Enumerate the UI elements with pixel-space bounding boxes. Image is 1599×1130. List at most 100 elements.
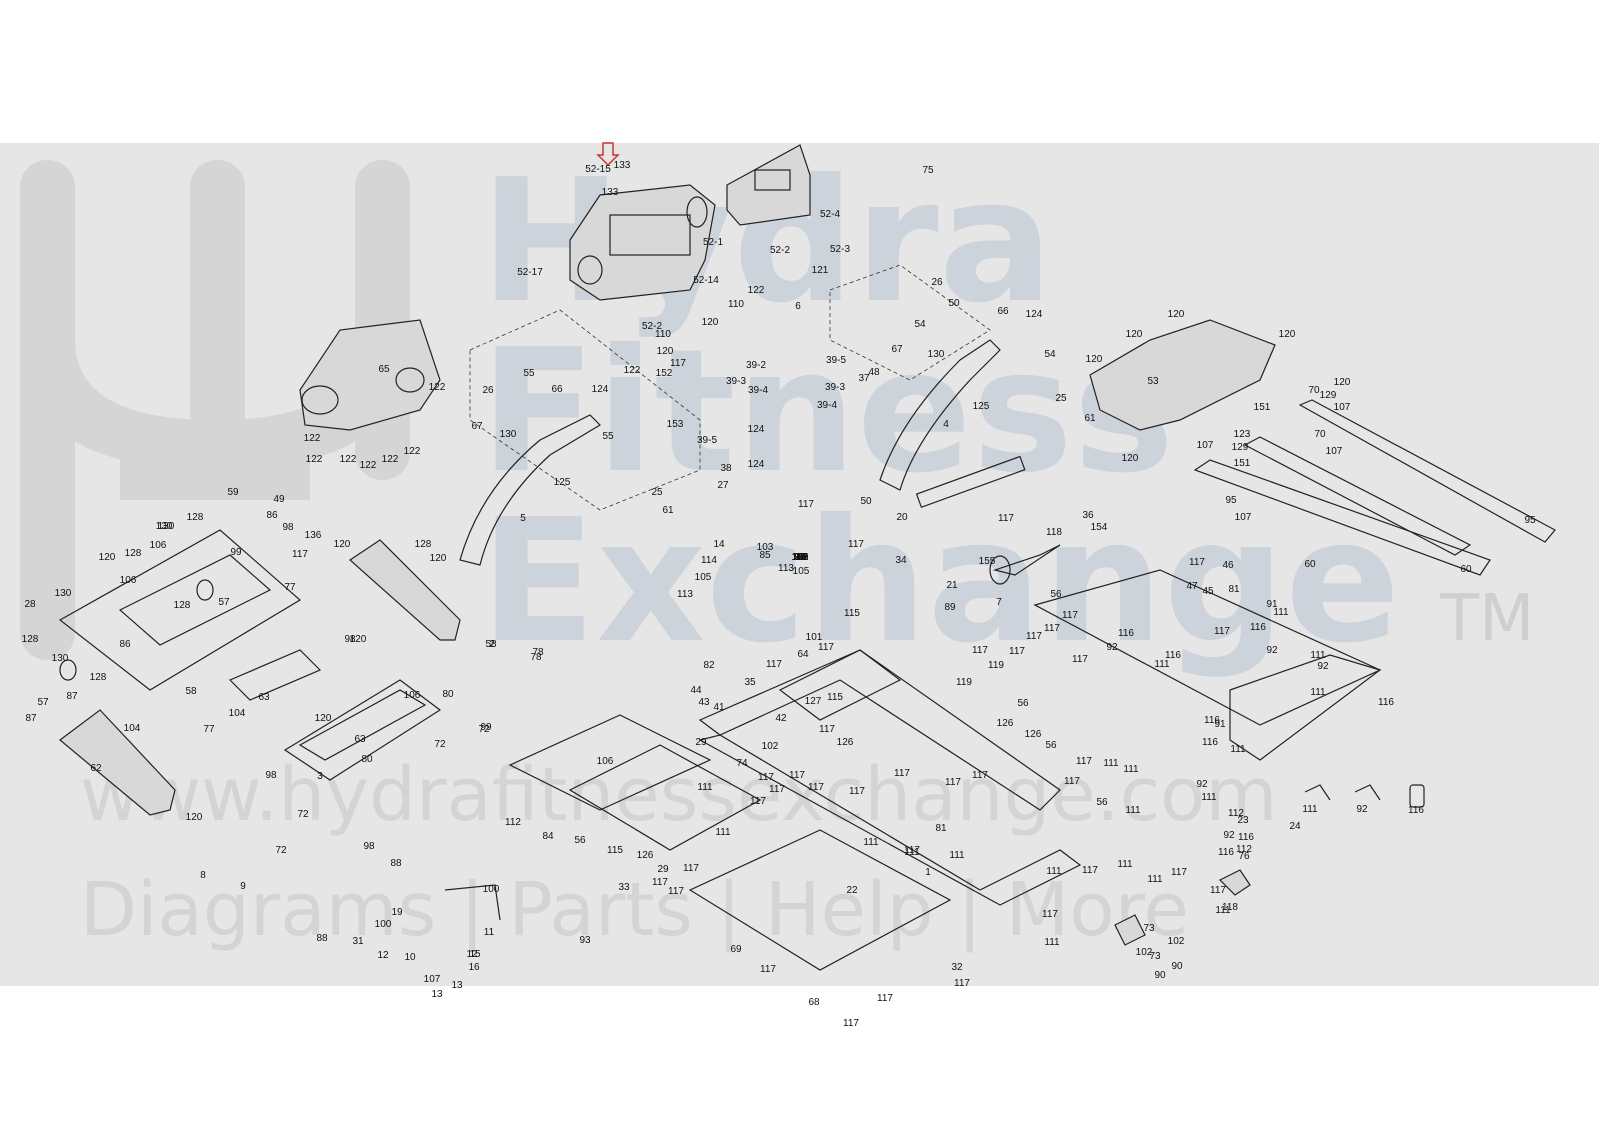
down-arrow-icon — [596, 142, 620, 167]
callout-label: 55 — [523, 368, 535, 379]
callout-label: 122 — [340, 454, 357, 465]
callout-label: 61 — [1084, 413, 1096, 424]
callout-label: 63 — [354, 734, 366, 745]
callout-label: 74 — [736, 758, 748, 769]
callout-label: 130 — [52, 653, 69, 664]
callout-label: 92 — [1223, 830, 1235, 841]
callout-label: 127 — [805, 696, 822, 707]
callout-label: 117 — [972, 770, 988, 781]
callout-label: 10 — [404, 952, 416, 963]
callout-label: 39-3 — [726, 376, 746, 387]
callout-label: 16 — [468, 962, 480, 973]
console-overlay-part — [726, 144, 811, 226]
callout-label: 50 — [948, 298, 960, 309]
callout-label: 104 — [124, 723, 141, 734]
callout-label: 88 — [316, 933, 328, 944]
rollers — [915, 455, 1061, 585]
callout-label: 117 — [1189, 557, 1205, 568]
callout-label: 90 — [1154, 970, 1166, 981]
callout-label: 117 — [848, 539, 864, 550]
callout-label: 5 — [520, 513, 526, 524]
callout-label: 111 — [1125, 805, 1141, 816]
callout-label: 117 — [849, 786, 865, 797]
callout-label: 52-3 — [830, 244, 850, 255]
callout-label: 129 — [1320, 390, 1337, 401]
callout-label: 42 — [775, 713, 787, 724]
callout-label: 17 — [794, 552, 806, 563]
callout-label: 69 — [730, 944, 742, 955]
callout-label: 117 — [1072, 654, 1088, 665]
callout-label: 111 — [904, 847, 920, 858]
shroud-left-part — [59, 709, 176, 816]
callout-label: 117 — [1064, 776, 1080, 787]
callout-label: 111 — [1273, 607, 1289, 618]
callout-label: 67 — [891, 344, 903, 355]
callout-label: 90 — [1171, 961, 1183, 972]
callout-label: 92 — [1356, 804, 1368, 815]
callout-label: 116 — [1165, 650, 1181, 661]
callout-label: 25 — [651, 487, 663, 498]
callout-label: 92 — [1266, 645, 1278, 656]
callout-label: 119 — [988, 660, 1004, 671]
callout-label: 113 — [778, 563, 794, 574]
callout-label: 122 — [306, 454, 323, 465]
callout-label: 101 — [806, 632, 823, 643]
callout-label: 111 — [1230, 744, 1246, 755]
callout-label: 154 — [1091, 522, 1108, 533]
callout-label: 106 — [150, 540, 167, 551]
callout-label: 111 — [1201, 792, 1217, 803]
callout-label: 116 — [1118, 628, 1134, 639]
callout-label: 120 — [657, 346, 674, 357]
callout-label: 111 — [1147, 874, 1163, 885]
callout-label: 107 — [1235, 512, 1252, 523]
callout-label: 43 — [698, 697, 710, 708]
callout-label: 117 — [798, 499, 814, 510]
callout-label: 120 — [1086, 354, 1103, 365]
console-part — [569, 184, 716, 301]
callout-label: 126 — [1025, 729, 1042, 740]
callout-label: 76 — [1238, 851, 1250, 862]
callout-label: 96 — [794, 552, 806, 563]
callout-label: 93 — [579, 935, 591, 946]
callout-label: 122 — [624, 365, 641, 376]
callout-label: 130 — [928, 349, 945, 360]
callout-label: 85 — [759, 550, 771, 561]
callout-label: 117 — [750, 796, 766, 807]
callout-label: 64 — [797, 649, 809, 660]
callout-label: 41 — [713, 702, 725, 713]
callout-label: 111 — [697, 782, 713, 793]
callout-label: 124 — [592, 384, 609, 395]
callout-label: 65 — [378, 364, 390, 375]
callout-label: 22 — [846, 885, 858, 896]
callout-label: 125 — [554, 477, 571, 488]
callout-label: 102 — [1168, 936, 1185, 947]
callout-label: 128 — [415, 539, 432, 550]
callout-label: 111 — [1302, 804, 1318, 815]
console-back-part — [299, 319, 441, 431]
callout-label: 117 — [1009, 646, 1025, 657]
callout-label: 118 — [1046, 527, 1062, 538]
callout-label: 52-4 — [820, 209, 840, 220]
callout-label: 99 — [480, 722, 492, 733]
callout-label: 39-5 — [826, 355, 846, 366]
callout-label: 117 — [808, 782, 824, 793]
accessory-parts — [444, 784, 1425, 946]
callout-label: 104 — [229, 708, 246, 719]
callout-label: 116 — [1408, 805, 1424, 816]
callout-label: 53 — [1147, 376, 1159, 387]
callout-label: 99 — [230, 547, 242, 558]
callout-label: 117 — [818, 642, 834, 653]
callout-label: 91 — [1214, 719, 1226, 730]
callout-label: 52-15 — [585, 164, 611, 175]
callout-label: 29 — [657, 864, 669, 875]
callout-label: 117 — [668, 886, 684, 897]
callout-label: 128 — [174, 600, 191, 611]
bottom-pans — [508, 714, 952, 971]
callout-label: 27 — [717, 480, 729, 491]
callout-label: 120 — [1168, 309, 1185, 320]
callout-label: 121 — [812, 265, 829, 276]
callout-label: 72 — [478, 724, 490, 735]
callout-label: 106 — [120, 575, 137, 586]
callout-label: 73 — [1143, 923, 1155, 934]
